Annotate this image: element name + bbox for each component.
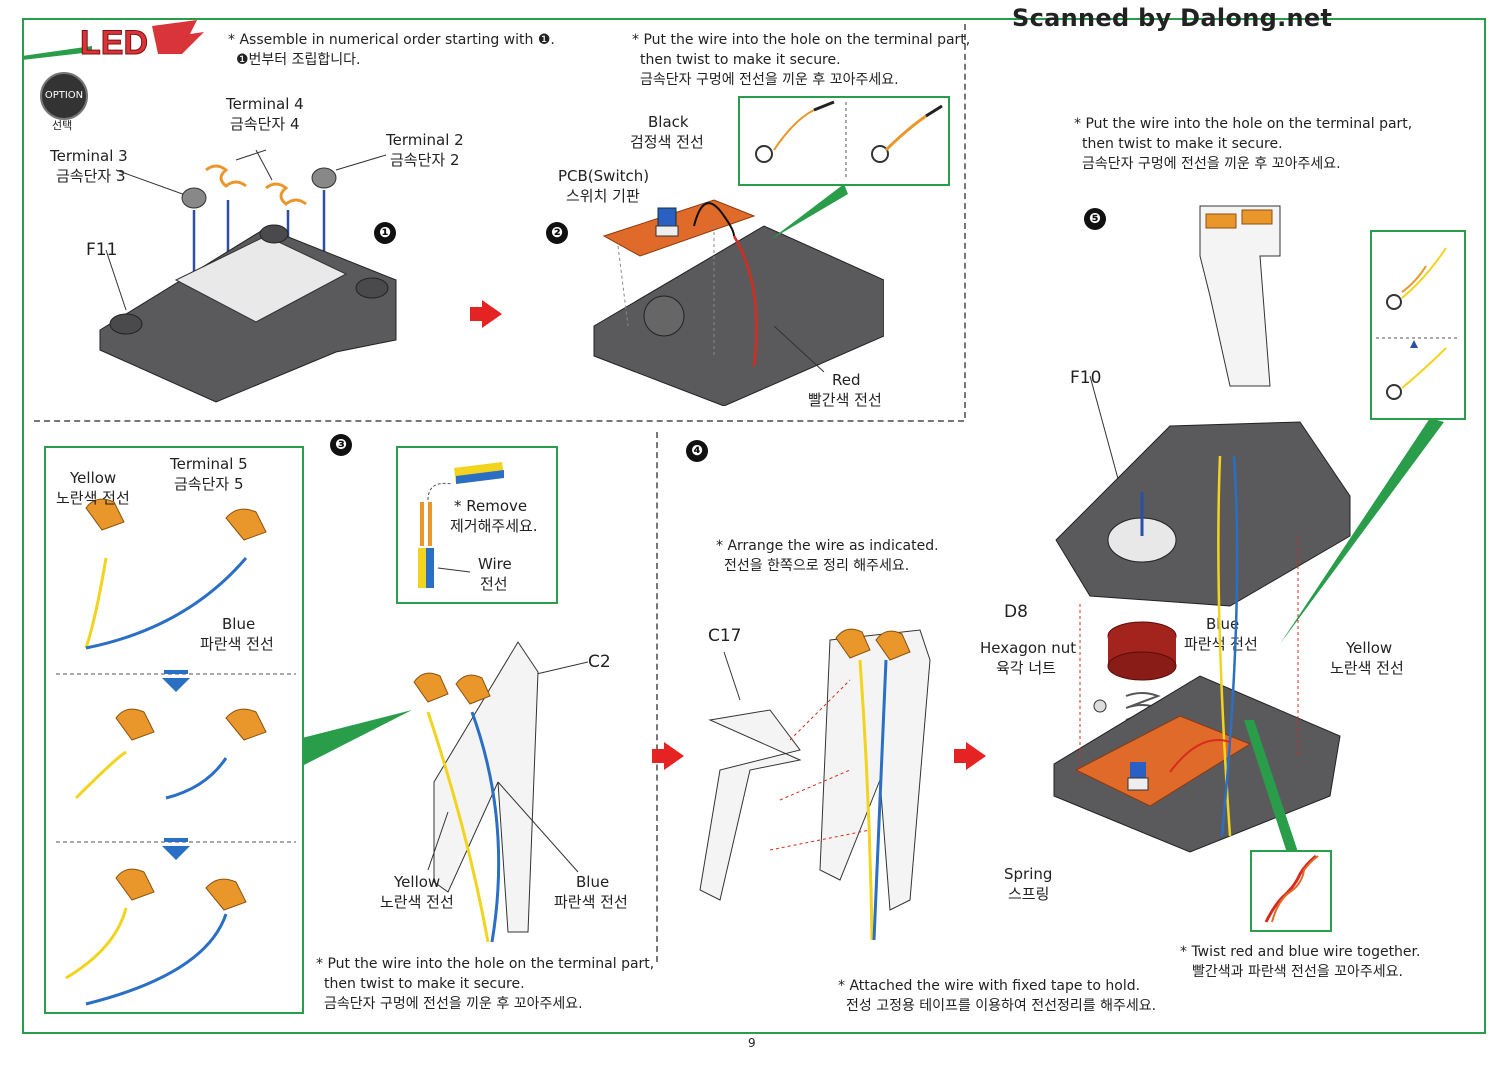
twist-bottom-en1: * Put the wire into the hole on the term… bbox=[316, 956, 655, 972]
terminal4-label-en: Terminal 4 bbox=[226, 95, 304, 113]
terminal2-label-ko: 금속단자 2 bbox=[390, 151, 460, 169]
twist-inset-bottom-graphic bbox=[1264, 854, 1319, 923]
led-logo-text: LED bbox=[80, 24, 148, 62]
remove-label-en: * Remove bbox=[454, 497, 528, 515]
blue3-label-en: Blue bbox=[1206, 615, 1240, 633]
black-label-en: Black bbox=[648, 113, 689, 131]
terminal5-label-ko: 금속단자 5 bbox=[174, 475, 244, 493]
step-1-marker: ❶ bbox=[374, 222, 396, 244]
twist-inset-top-graphic bbox=[755, 100, 943, 180]
tape-note-en: * Attached the wire with fixed tape to h… bbox=[838, 978, 1141, 994]
yellow-label-ko: 노란색 전선 bbox=[56, 489, 130, 507]
step-1-to-2-arrow bbox=[470, 300, 502, 328]
option-sub-label: 선택 bbox=[52, 119, 73, 132]
terminal5-label-en: Terminal 5 bbox=[170, 455, 248, 473]
yellow3-label-en: Yellow bbox=[1346, 639, 1393, 657]
yellow-label-en: Yellow bbox=[70, 469, 117, 487]
step-3-marker: ❸ bbox=[330, 434, 352, 456]
assemble-note-en: * Assemble in numerical order starting w… bbox=[228, 32, 555, 48]
f10-label: F10 bbox=[1070, 368, 1102, 388]
pcb-label-en: PCB(Switch) bbox=[558, 167, 650, 185]
remove-inset bbox=[396, 446, 558, 604]
wire-label-en: Wire bbox=[478, 555, 512, 573]
c17-label: C17 bbox=[708, 626, 742, 646]
green-callout-right bbox=[1280, 418, 1444, 644]
terminal3-label-ko: 금속단자 3 bbox=[56, 167, 126, 185]
led-logo: LED bbox=[22, 20, 212, 63]
twist-inset-top bbox=[738, 96, 950, 186]
step-5-marker: ❺ bbox=[1084, 208, 1106, 230]
red-label-ko: 빨간색 전선 bbox=[808, 391, 882, 409]
twist-rb-note-en: * Twist red and blue wire together. bbox=[1180, 944, 1421, 960]
wire-label-ko: 전선 bbox=[480, 575, 508, 593]
twist-inset-bottom bbox=[1250, 850, 1332, 932]
green-callout-step3 bbox=[302, 710, 412, 766]
watermark-text: Scanned by Dalong.net bbox=[1012, 4, 1333, 32]
twist-bottom-en2: then twist to make it secure. bbox=[324, 976, 525, 992]
c2-label: C2 bbox=[588, 652, 611, 672]
red-label-en: Red bbox=[832, 371, 861, 389]
divider-top bbox=[964, 24, 966, 418]
step-4-illustration bbox=[699, 628, 931, 940]
twist-bottom-ko: 금속단자 구멍에 전선을 끼운 후 꼬아주세요. bbox=[324, 996, 583, 1012]
blue2-label-ko: 파란색 전선 bbox=[554, 893, 628, 911]
step-2-illustration bbox=[593, 199, 884, 406]
f11-label: F11 bbox=[86, 240, 118, 260]
step-3-to-4-arrow bbox=[652, 742, 684, 770]
twist-right-en1: * Put the wire into the hole on the term… bbox=[1074, 116, 1413, 132]
yellow2-label-ko: 노란색 전선 bbox=[380, 893, 454, 911]
step-3-illustration bbox=[413, 641, 588, 942]
twist-right-ko: 금속단자 구멍에 전선을 끼운 후 꼬아주세요. bbox=[1082, 156, 1341, 172]
terminal2-label-en: Terminal 2 bbox=[386, 131, 464, 149]
terminal3-label-en: Terminal 3 bbox=[50, 147, 128, 165]
step-5-illustration bbox=[1053, 205, 1351, 853]
spring-label-ko: 스프링 bbox=[1008, 885, 1050, 903]
hexnut-label-ko: 육각 너트 bbox=[996, 659, 1056, 677]
step-1-illustration bbox=[99, 149, 397, 403]
step-4-marker: ❹ bbox=[686, 440, 708, 462]
blue-label-ko: 파란색 전선 bbox=[200, 635, 274, 653]
twist-inset-right-graphic bbox=[1376, 247, 1460, 400]
twist-top-en2: then twist to make it secure. bbox=[640, 52, 841, 68]
twist-top-ko: 금속단자 구멍에 전선을 끼운 후 꼬아주세요. bbox=[640, 72, 899, 88]
step-2-marker: ❷ bbox=[546, 222, 568, 244]
option-badge: OPTION bbox=[40, 72, 88, 120]
twist-inset-right bbox=[1370, 230, 1466, 420]
step-4-to-5-arrow bbox=[954, 742, 986, 770]
yellow2-label-en: Yellow bbox=[394, 873, 441, 891]
step-3-terminal-graphic bbox=[56, 498, 296, 1006]
twist-top-en1: * Put the wire into the hole on the term… bbox=[632, 32, 971, 48]
led-logo-graphic: LED bbox=[22, 20, 204, 63]
divider-mid bbox=[34, 420, 964, 422]
twist-right-en2: then twist to make it secure. bbox=[1082, 136, 1283, 152]
yellow3-label-ko: 노란색 전선 bbox=[1330, 659, 1404, 677]
blue-label-en: Blue bbox=[222, 615, 256, 633]
pcb-label-ko: 스위치 기판 bbox=[566, 187, 640, 205]
remove-inset-graphic bbox=[418, 462, 504, 588]
arrange-note-ko: 전선을 한쪽으로 정리 해주세요. bbox=[724, 558, 910, 574]
page-frame bbox=[22, 18, 1486, 1034]
twist-rb-note-ko: 빨간색과 파란색 전선을 꼬아주세요. bbox=[1192, 964, 1403, 980]
spring-label-en: Spring bbox=[1004, 865, 1053, 883]
hexnut-label-en: Hexagon nut bbox=[980, 639, 1077, 657]
assemble-note-ko: ❶번부터 조립합니다. bbox=[236, 52, 361, 68]
green-callout-bottom-right bbox=[1244, 720, 1298, 856]
terminal4-label-ko: 금속단자 4 bbox=[230, 115, 300, 133]
blue2-label-en: Blue bbox=[576, 873, 610, 891]
divider-bottom bbox=[656, 432, 658, 962]
tape-note-ko: 전성 고정용 테이프를 이용하여 전선정리를 해주세요. bbox=[846, 998, 1157, 1014]
arrange-note-en: * Arrange the wire as indicated. bbox=[716, 538, 939, 554]
green-callout-top bbox=[770, 184, 848, 240]
remove-label-ko: 제거해주세요. bbox=[450, 517, 538, 535]
d8-label: D8 bbox=[1004, 602, 1028, 622]
page-number: 9 bbox=[748, 1036, 756, 1050]
step-3-terminal-inset bbox=[44, 446, 304, 1014]
black-label-ko: 검정색 전선 bbox=[630, 133, 704, 151]
